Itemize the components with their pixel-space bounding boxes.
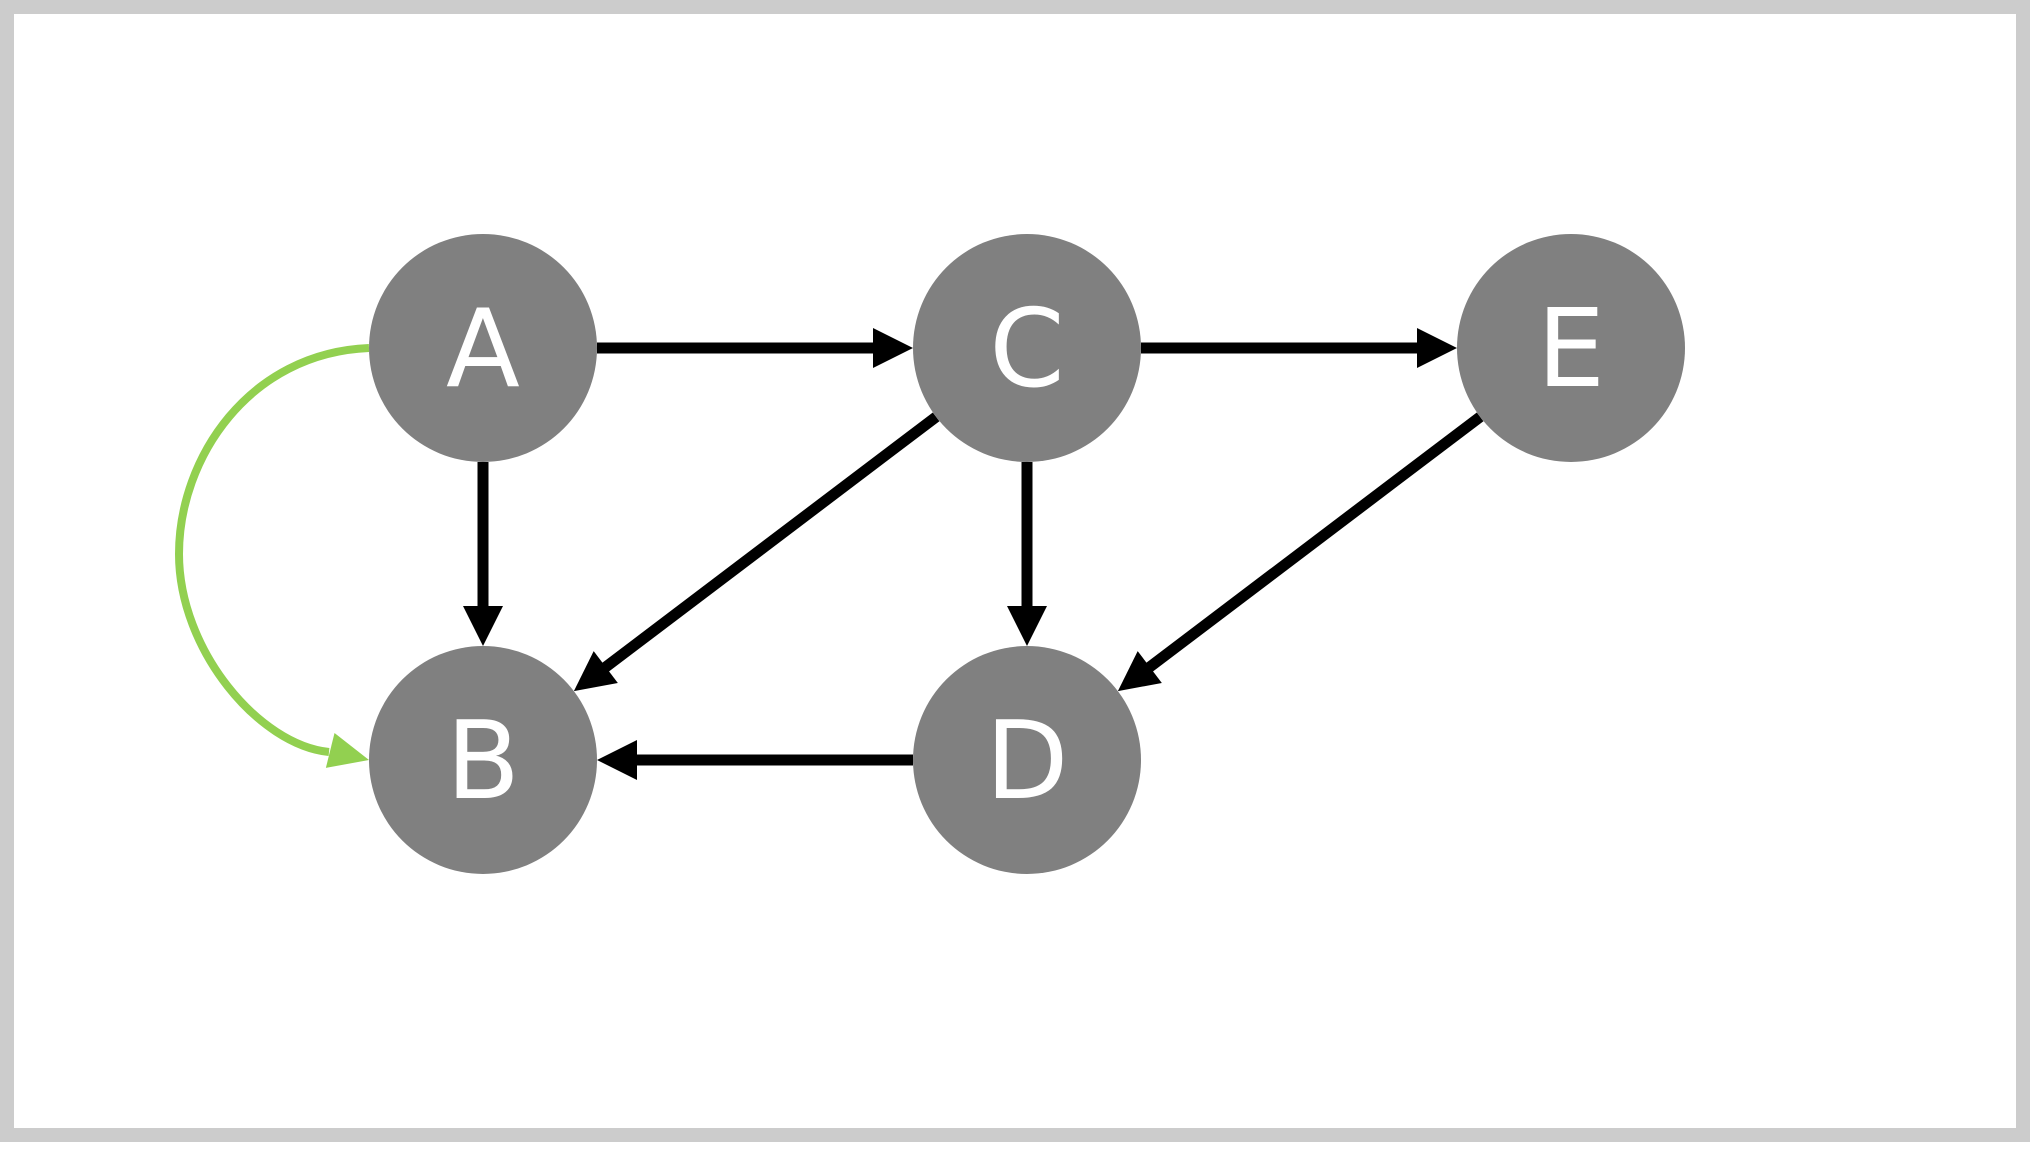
nodes-layer: A B C D E (369, 234, 1685, 874)
node-d[interactable]: D (913, 646, 1141, 874)
node-label: E (1537, 287, 1605, 412)
node-a[interactable]: A (369, 234, 597, 462)
node-label: B (446, 699, 520, 824)
edge-c-to-b (573, 412, 940, 692)
edge-d-to-b (597, 740, 913, 780)
node-label: C (989, 287, 1064, 412)
graph-diagram: A B C D E (174, 234, 1685, 874)
edge-a-to-b (463, 462, 503, 646)
node-e[interactable]: E (1457, 234, 1685, 462)
node-circle (369, 646, 597, 874)
node-circle (369, 234, 597, 462)
node-b[interactable]: B (369, 646, 597, 874)
node-circle (913, 646, 1141, 874)
node-circle (913, 234, 1141, 462)
edges-layer (174, 328, 1484, 780)
node-label: D (985, 699, 1068, 824)
edge-a-to-b-highlighted (174, 344, 370, 768)
node-c[interactable]: C (913, 234, 1141, 462)
node-circle (1457, 234, 1685, 462)
edge-c-to-e (1141, 328, 1457, 368)
edge-a-to-c (597, 328, 913, 368)
node-label: A (446, 287, 520, 412)
edge-c-to-d (1007, 462, 1047, 646)
edge-e-to-d (1117, 412, 1484, 692)
